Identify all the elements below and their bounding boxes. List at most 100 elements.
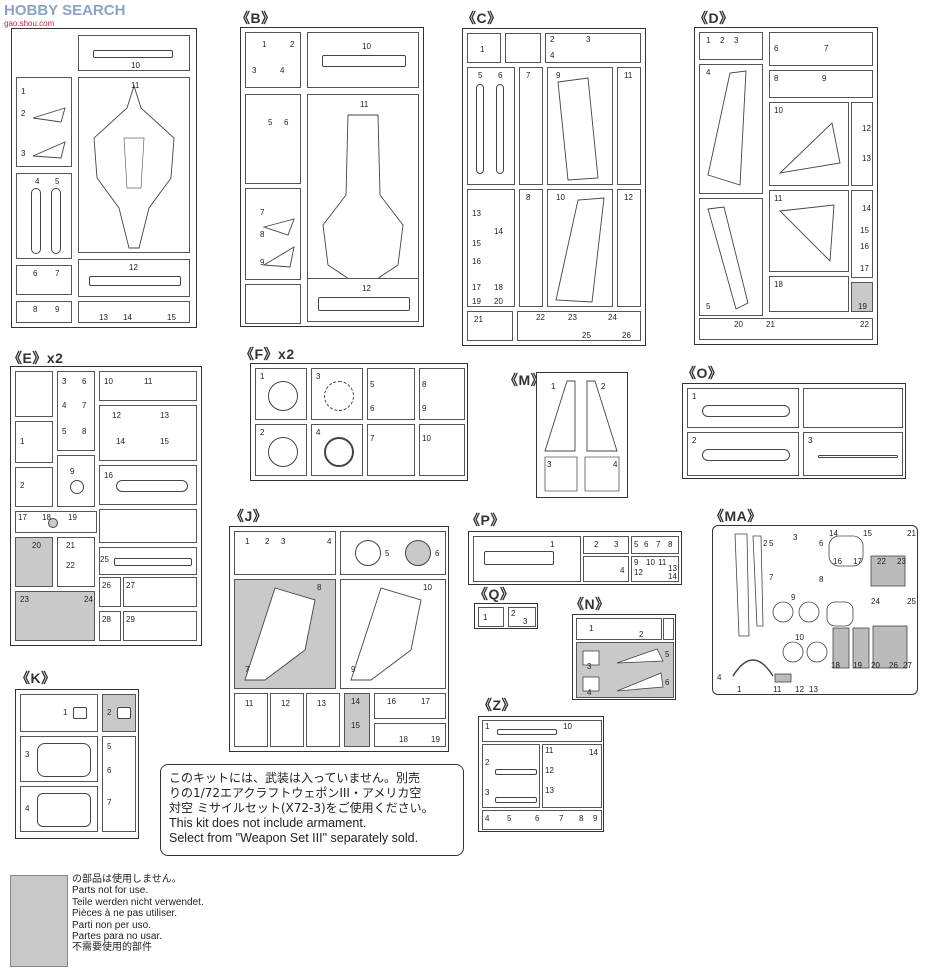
part-number: 7 <box>55 269 60 278</box>
part-number: 22 <box>536 313 545 322</box>
part-number: 14 <box>829 529 838 538</box>
part-number: 4 <box>280 66 285 75</box>
part-number: 19 <box>858 302 867 311</box>
sprue-j: 1 2 3 4 5 6 8 7 10 9 11 12 13 14 15 16 1… <box>229 526 449 752</box>
part-number: 7 <box>260 208 265 217</box>
sprue-k-label: 《K》 <box>16 670 56 686</box>
part-cell: 3 6 4 7 5 8 <box>57 371 95 451</box>
part-cell: 13 14 15 <box>78 301 190 323</box>
part-number: 8 <box>774 74 779 83</box>
part-number: 3 <box>252 66 257 75</box>
part-cell: 5 <box>699 198 763 316</box>
part-number: 4 <box>717 673 722 682</box>
part-cell: 7 8 9 <box>245 188 301 280</box>
unused-parts-swatch <box>10 875 68 967</box>
part-number: 7 <box>824 44 829 53</box>
part-number: 18 <box>831 661 840 670</box>
part-cell: 1 10 <box>482 720 602 742</box>
part-number: 12 <box>545 766 554 775</box>
part-number: 12 <box>362 284 371 293</box>
part-number: 22 <box>877 557 886 566</box>
part-number: 2 <box>511 609 516 618</box>
part-number: 2 <box>21 109 26 118</box>
part-cell: 16 17 <box>374 693 446 719</box>
part-number: 2 <box>692 436 697 445</box>
part-number: 18 <box>42 513 51 522</box>
sprue-c-label: 《C》 <box>462 10 502 26</box>
part-cell: 10 11 <box>99 371 197 401</box>
part-number: 12 <box>281 699 290 708</box>
part-cell: 3 <box>311 368 363 420</box>
part-number: 1 <box>245 537 250 546</box>
part-number: 7 <box>245 665 250 674</box>
part-cell: 2 3 <box>508 607 536 627</box>
part-cell: 7 <box>367 424 415 476</box>
part-number: 22 <box>66 561 75 570</box>
part-number: 6 <box>435 549 440 558</box>
part-number: 11 <box>360 100 369 109</box>
part-number: 3 <box>793 533 798 542</box>
sprue-p: 1 2 3 5 6 7 8 4 9 10 11 12 13 14 <box>468 531 682 585</box>
part-cell: 11 <box>617 67 641 185</box>
part-number: 2 <box>290 40 295 49</box>
part-number: 2 <box>720 36 725 45</box>
part-number: 10 <box>104 377 113 386</box>
part-number: 15 <box>351 721 360 730</box>
part-cell: 10 9 <box>340 579 446 689</box>
part-cell: 5 6 <box>245 94 301 184</box>
part-number: 26 <box>889 661 898 670</box>
part-number: 6 <box>819 539 824 548</box>
part-number: 1 <box>485 722 490 731</box>
part-number: 11 <box>773 685 782 694</box>
part-number: 4 <box>587 688 592 697</box>
part-cell: 29 <box>123 611 197 641</box>
part-number: 7 <box>526 71 531 80</box>
part-number: 9 <box>351 665 356 674</box>
part-number: 14 <box>668 572 677 581</box>
part-number: 11 <box>774 194 783 203</box>
part-number: 13 <box>160 411 169 420</box>
unused-parts-legend: の部品は使用しません。 Parts not for use. Teile wer… <box>72 874 204 954</box>
note-en-line-1: This kit does not include armament. <box>169 816 367 830</box>
part-number: 6 <box>498 71 503 80</box>
part-number: 24 <box>871 597 880 606</box>
part-number: 24 <box>608 313 617 322</box>
part-cell: 4 <box>20 786 98 832</box>
sprue-b: 1 2 3 4 10 5 6 11 7 8 9 12 <box>240 27 424 327</box>
part-number: 11 <box>545 746 554 755</box>
part-number: 24 <box>84 595 93 604</box>
legend-line: 不需要使用的部件 <box>72 942 152 954</box>
part-number: 11 <box>624 71 633 80</box>
part-number: 4 <box>613 460 618 469</box>
sprue-q: 1 2 3 <box>474 603 538 629</box>
sprue-d-label: 《D》 <box>694 10 734 26</box>
part-number: 19 <box>431 735 440 744</box>
part-cell: 1 2 3 4 <box>234 531 336 575</box>
part-number: 15 <box>160 437 169 446</box>
part-cell: 1 2 3 <box>16 77 72 167</box>
part-number: 2 <box>601 382 606 391</box>
part-cell: 12 <box>617 189 641 307</box>
part-number: 14 <box>123 313 132 322</box>
part-number: 29 <box>126 615 135 624</box>
sprue-e: 3 6 4 7 5 8 1 2 9 10 11 12 13 14 15 16 1… <box>10 366 202 646</box>
sprue-o: 1 2 3 <box>682 383 906 479</box>
part-cell: 14 15 16 17 <box>851 190 873 278</box>
part-number: 1 <box>480 45 485 54</box>
part-cell: 27 <box>123 577 197 607</box>
part-cell-unused: 3 4 5 6 <box>576 642 674 698</box>
part-number: 3 <box>587 662 592 671</box>
part-number: 19 <box>472 297 481 306</box>
sprue-c: 1 2 4 3 5 6 7 9 11 13 14 15 16 17 18 19 … <box>462 28 646 346</box>
part-cell: 9 <box>57 455 95 507</box>
part-number: 3 <box>62 377 67 386</box>
part-cell: 18 <box>769 276 849 312</box>
part-number: 8 <box>33 305 38 314</box>
part-cell: 4 5 6 7 8 9 <box>482 810 602 830</box>
part-cell: 1 2 3 4 <box>245 32 301 88</box>
part-number: 27 <box>126 581 135 590</box>
part-number: 21 <box>907 529 916 538</box>
part-cell: 2 <box>15 467 53 507</box>
part-number: 14 <box>494 227 503 236</box>
part-number: 28 <box>102 615 111 624</box>
